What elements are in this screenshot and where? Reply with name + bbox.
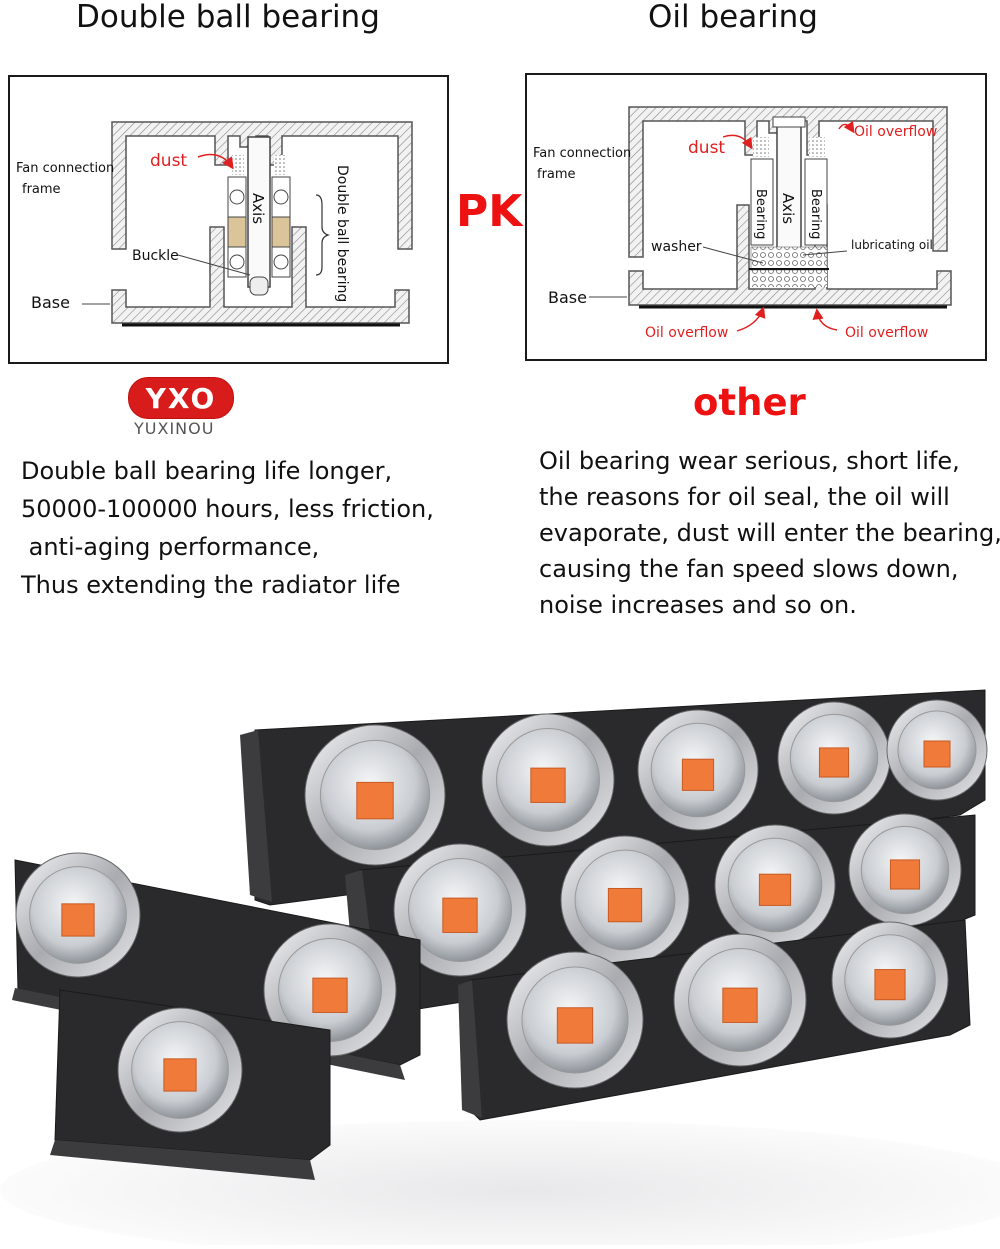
right-text-line: evaporate, dust will enter the bearing, [539,519,1000,547]
label-fan-connection: Fan connection [16,161,114,176]
brand-logo: YXO [128,377,234,419]
cob-led-chip [530,767,566,803]
brand-logo-badge: YXO [128,377,234,419]
label-oil-overflow-left: Oil overflow [645,325,728,341]
oil-bearing-drawing: Fan connection frame dust Oil overflow B… [533,106,952,341]
pk-label: PK [456,186,523,237]
cob-led-chip [312,977,348,1013]
heatsink-fins [50,1140,315,1180]
led-grow-light-panels [0,689,1000,1249]
brand-logo-mark: YXO [145,381,217,415]
cob-led-chip [61,903,95,937]
right-text-line: the reasons for oil seal, the oil will [539,483,950,511]
right-heading: Oil bearing [648,0,818,35]
cob-led-chip [923,740,951,768]
oil-bearing-diagram: Fan connection frame dust Oil overflow B… [525,73,987,361]
right-text-line: causing the fan speed slows down, [539,555,959,583]
label-oil-overflow-top: Oil overflow [854,124,937,140]
left-text-line: Double ball bearing life longer, [21,457,393,485]
double-ball-bearing-drawing: Fan connection frame dust Axis Double ba… [16,121,413,327]
label-frame-oil: frame [537,167,576,182]
cob-led-chip [758,873,792,906]
double-ball-description: Double ball bearing life longer, 50000-1… [21,452,434,604]
left-heading: Double ball bearing [76,0,380,35]
label-bearing-right: Bearing [808,189,823,239]
label-oil-overflow-right: Oil overflow [845,325,928,341]
right-text-line: Oil bearing wear serious, short life, [539,447,960,475]
label-bearing-left: Bearing [753,189,768,239]
other-label: other [693,381,806,424]
cob-led-chip [722,987,758,1023]
label-fan-connection-oil: Fan connection [533,146,631,161]
right-text-line: noise increases and so on. [539,591,857,619]
cob-led-chip [889,859,921,890]
left-text-line: anti-aging performance, [21,533,320,561]
left-text-line: 50000-100000 hours, less friction, [21,495,434,523]
label-base-oil: Base [548,288,587,307]
cob-led-chip [442,897,478,933]
label-axis-oil: Axis [779,193,797,224]
cob-led-chip [556,1007,594,1044]
label-buckle: Buckle [132,248,179,264]
product-photo [0,670,1000,1249]
left-text-line: Thus extending the radiator life [21,571,401,599]
label-double-ball-bearing: Double ball bearing [334,165,350,302]
brand-name: YUXINOU [134,419,215,438]
cob-led-chip [356,781,394,820]
cob-led-chip [681,758,715,791]
double-ball-bearing-diagram: Fan connection frame dust Axis Double ba… [8,75,449,364]
oil-bearing-description: Oil bearing wear serious, short life, th… [539,443,1000,623]
label-washer: washer [651,239,702,255]
label-frame: frame [22,182,61,197]
label-lubricating-oil: lubricating oil [851,238,933,252]
cob-led-chip [163,1058,197,1092]
heatsink-fins [240,730,272,902]
label-base: Base [31,293,70,312]
label-dust-oil: dust [688,138,725,158]
label-dust: dust [150,151,187,171]
label-axis: Axis [249,193,267,224]
cob-led-chip [818,747,850,778]
cob-led-chip [874,969,906,1001]
cob-led-chip [607,887,643,923]
heatsink-fins [458,980,482,1118]
